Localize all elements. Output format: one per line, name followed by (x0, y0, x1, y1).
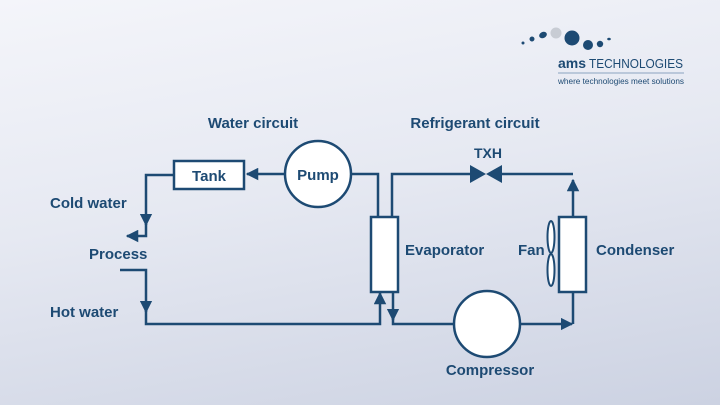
txh-valve-icon (470, 165, 502, 183)
logo-tagline: where technologies meet solutions (557, 76, 684, 86)
pipe-process-to-hot-water (120, 268, 153, 314)
pipe-hot-water-to-evaporator (144, 291, 387, 326)
pipe-tank-to-process (139, 173, 174, 227)
water-circuit-heading: Water circuit (208, 115, 298, 132)
pipe-evaporator-to-txh (390, 172, 472, 217)
process-label: Process (89, 246, 147, 263)
compressor-circle (452, 289, 522, 359)
condenser-box (557, 215, 588, 294)
pipe-compressor-inlet (391, 318, 454, 326)
tank-box (172, 159, 246, 191)
refrigerant-circuit-heading: Refrigerant circuit (410, 115, 539, 132)
fan-label: Fan (518, 242, 545, 259)
condenser-label: Condenser (596, 242, 675, 259)
company-logo: ams TECHNOLOGIES where technologies meet… (521, 27, 684, 86)
evaporator-box (369, 215, 400, 294)
tank-label: Tank (192, 168, 227, 185)
txh-label: TXH (474, 145, 502, 161)
logo-dots-icon (521, 27, 611, 50)
logo-brand-bold: ams (558, 55, 586, 71)
cold-water-label: Cold water (50, 195, 127, 212)
compressor-label: Compressor (446, 362, 535, 379)
pump-label: Pump (297, 167, 339, 184)
pump-circle (283, 139, 353, 209)
logo-brand-light: TECHNOLOGIES (589, 57, 683, 71)
hot-water-label: Hot water (50, 304, 119, 321)
pipe-cold-water-to-process (125, 224, 148, 243)
fan-icon (546, 220, 556, 287)
pipe-pump-to-evaporator (351, 172, 380, 217)
evaporator-label: Evaporator (405, 242, 484, 259)
